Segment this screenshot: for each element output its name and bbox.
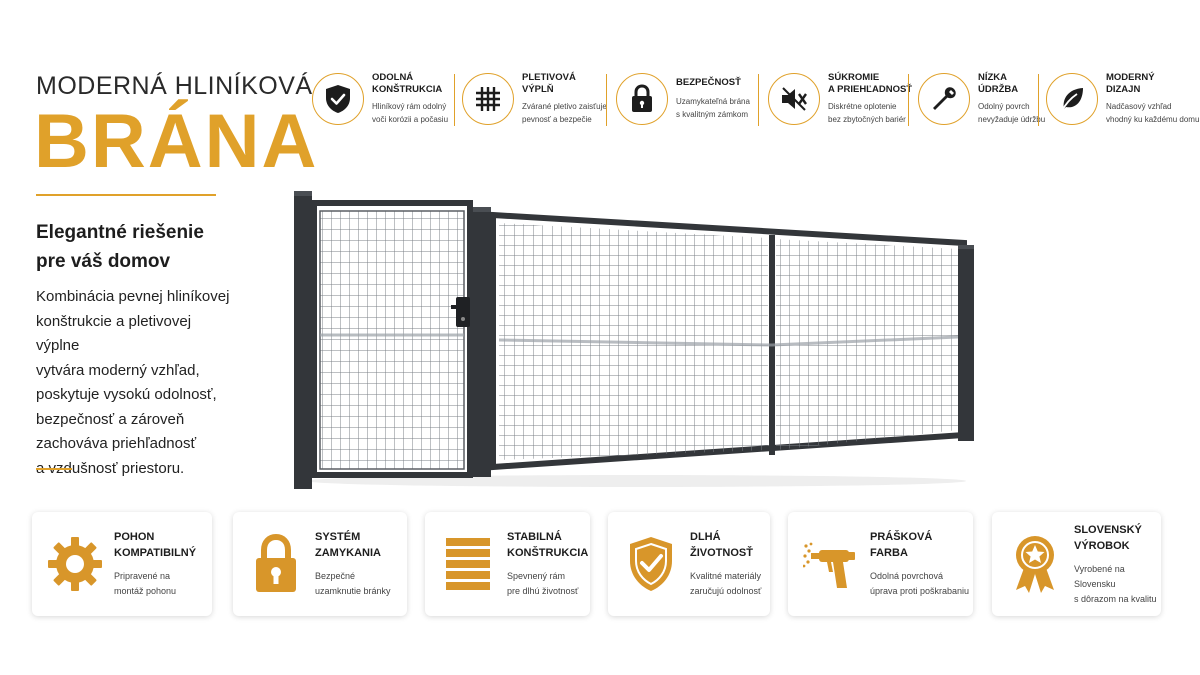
card-desc: montáž pohonu	[114, 586, 177, 596]
feature-separator	[1038, 74, 1039, 126]
card-locking-system: SYSTÉM ZAMYKANIA Bezpečné uzamknutie brán…	[233, 512, 407, 616]
hero-description: Kombinácia pevnej hliníkovej konštrukcie…	[36, 285, 236, 481]
feature-separator	[908, 74, 909, 126]
feature-modern-design: MODERNÝ DIZAJN Nadčasový vzhľad vhodný ku…	[1046, 70, 1199, 128]
feature-desc: Nadčasový vzhľad	[1106, 102, 1172, 111]
shield-check-icon	[622, 532, 680, 596]
description-line: a vzdušnosť priestoru.	[36, 459, 185, 477]
feature-title: A PRIEHĽADNOSŤ	[828, 84, 913, 95]
card-desc: Vyrobené na Slovensku	[1074, 563, 1125, 589]
feature-desc: vhodný ku každému domu	[1106, 115, 1200, 124]
feature-title: PLETIVOVÁ	[522, 72, 576, 83]
feature-desc: Hliníkový rám odolný	[372, 102, 447, 111]
feature-desc: s kvalitným zámkom	[676, 110, 749, 119]
feature-security: BEZPEČNOSŤ Uzamykateľná brána s kvalitným…	[616, 70, 750, 128]
feature-title: NÍZKA	[978, 72, 1008, 83]
shield-check-icon	[312, 73, 364, 125]
feature-privacy: SÚKROMIE A PRIEHĽADNOSŤ Diskrétne oplote…	[768, 70, 912, 128]
feature-desc: Diskrétne oplotenie	[828, 102, 897, 111]
leaf-icon	[1046, 73, 1098, 125]
short-divider	[36, 468, 72, 470]
description-line: vytvára moderný vzhľad,	[36, 361, 200, 379]
feature-desc: bez zbytočných bariér	[828, 115, 906, 124]
title-divider	[36, 194, 216, 196]
padlock-icon	[247, 532, 305, 596]
card-desc: uzamknutie bránky	[315, 586, 391, 596]
description-line: zachováva priehľadnosť	[36, 435, 197, 452]
hero-title-top: MODERNÁ HLINÍKOVÁ	[36, 72, 313, 100]
subtitle-line: pre váš domov	[36, 251, 171, 272]
mesh-grid-icon	[462, 73, 514, 125]
card-title: STABILNÁ	[507, 531, 562, 543]
hero-title-main: BRÁNA	[34, 99, 319, 184]
card-title: PRÁŠKOVÁ	[870, 531, 933, 543]
feature-desc: Zvárané pletivo zaisťuje	[522, 102, 607, 111]
feature-separator	[454, 74, 455, 126]
description-line: konštrukcie a pletivovej výplne	[36, 312, 192, 355]
hero-subtitle: Elegantné riešenie pre váš domov	[36, 218, 236, 276]
card-desc: zaručujú odolnosť	[690, 586, 762, 596]
feature-mesh-infill: PLETIVOVÁ VÝPLŇ Zvárané pletivo zaisťuje…	[462, 70, 607, 128]
card-desc: Kvalitné materiály	[690, 571, 762, 581]
card-desc: Bezpečné	[315, 571, 356, 581]
padlock-icon	[616, 73, 668, 125]
card-title: KONŠTRUKCIA	[507, 547, 589, 559]
gate-illustration	[286, 185, 986, 495]
gear-icon	[46, 532, 104, 596]
card-desc: pre dlhú životnosť	[507, 586, 579, 596]
feature-low-maintenance: NÍZKA ÚDRŽBA Odolný povrch nevyžaduje údr…	[918, 70, 1045, 128]
spray-gun-icon	[802, 532, 860, 596]
feature-title: DIZAJN	[1106, 84, 1141, 95]
feature-separator	[606, 74, 607, 126]
feature-title: BEZPEČNOSŤ	[676, 77, 741, 88]
feature-title: SÚKROMIE	[828, 72, 880, 83]
feature-title: MODERNÝ	[1106, 72, 1155, 83]
wrench-icon	[918, 73, 970, 125]
feature-title: KONŠTRUKCIA	[372, 84, 443, 95]
card-title: KOMPATIBILNÝ	[114, 547, 197, 559]
card-desc: Pripravené na	[114, 571, 171, 581]
card-title: VÝROBOK	[1074, 539, 1130, 552]
eye-slash-icon	[768, 73, 820, 125]
card-stable-construction: STABILNÁ KONŠTRUKCIA Spevnený rám pre dlh…	[425, 512, 590, 616]
card-motor-compatible: POHON KOMPATIBILNÝ Pripravené na montáž p…	[32, 512, 212, 616]
feature-title: ODOLNÁ	[372, 72, 414, 83]
card-title: ZAMYKANIA	[315, 547, 381, 559]
feature-desc: voči korózii a počasiu	[372, 115, 449, 124]
stacked-bars-icon	[439, 532, 497, 596]
subtitle-line: Elegantné riešenie	[36, 222, 204, 243]
feature-desc: Uzamykateľná brána	[676, 97, 750, 106]
card-title: DLHÁ	[690, 531, 721, 543]
card-slovak-product: SLOVENSKÝ VÝROBOK Vyrobené na Slovensku s…	[992, 512, 1161, 616]
card-title: FARBA	[870, 547, 908, 559]
feature-desc: nevyžaduje údržbu	[978, 115, 1046, 124]
card-desc: úprava proti poškrabaniu	[870, 586, 970, 596]
feature-desc: Odolný povrch	[978, 102, 1030, 111]
card-long-lifespan: DLHÁ ŽIVOTNOSŤ Kvalitné materiály zaručuj…	[608, 512, 770, 616]
card-title: SLOVENSKÝ	[1074, 523, 1142, 536]
description-line: bezpečnosť a zároveň	[36, 410, 185, 428]
card-title: POHON	[114, 531, 155, 543]
feature-title: VÝPLŇ	[522, 84, 554, 95]
description-line: Kombinácia pevnej hliníkovej	[36, 288, 230, 305]
card-powder-paint: PRÁŠKOVÁ FARBA Odolná povrchová úprava pr…	[788, 512, 973, 616]
feature-durable-construction: ODOLNÁ KONŠTRUKCIA Hliníkový rám odolný v…	[312, 70, 448, 128]
feature-title: ÚDRŽBA	[978, 84, 1019, 95]
card-title: ŽIVOTNOSŤ	[690, 547, 753, 559]
card-desc: s dôrazom na kvalitu	[1074, 593, 1157, 604]
card-desc: Spevnený rám	[507, 571, 566, 581]
card-title: SYSTÉM	[315, 531, 361, 543]
award-medal-icon	[1006, 532, 1064, 596]
card-desc: Odolná povrchová	[870, 571, 944, 581]
description-line: poskytuje vysokú odolnosť,	[36, 386, 217, 403]
feature-desc: pevnosť a bezpečie	[522, 115, 592, 124]
feature-separator	[758, 74, 759, 126]
